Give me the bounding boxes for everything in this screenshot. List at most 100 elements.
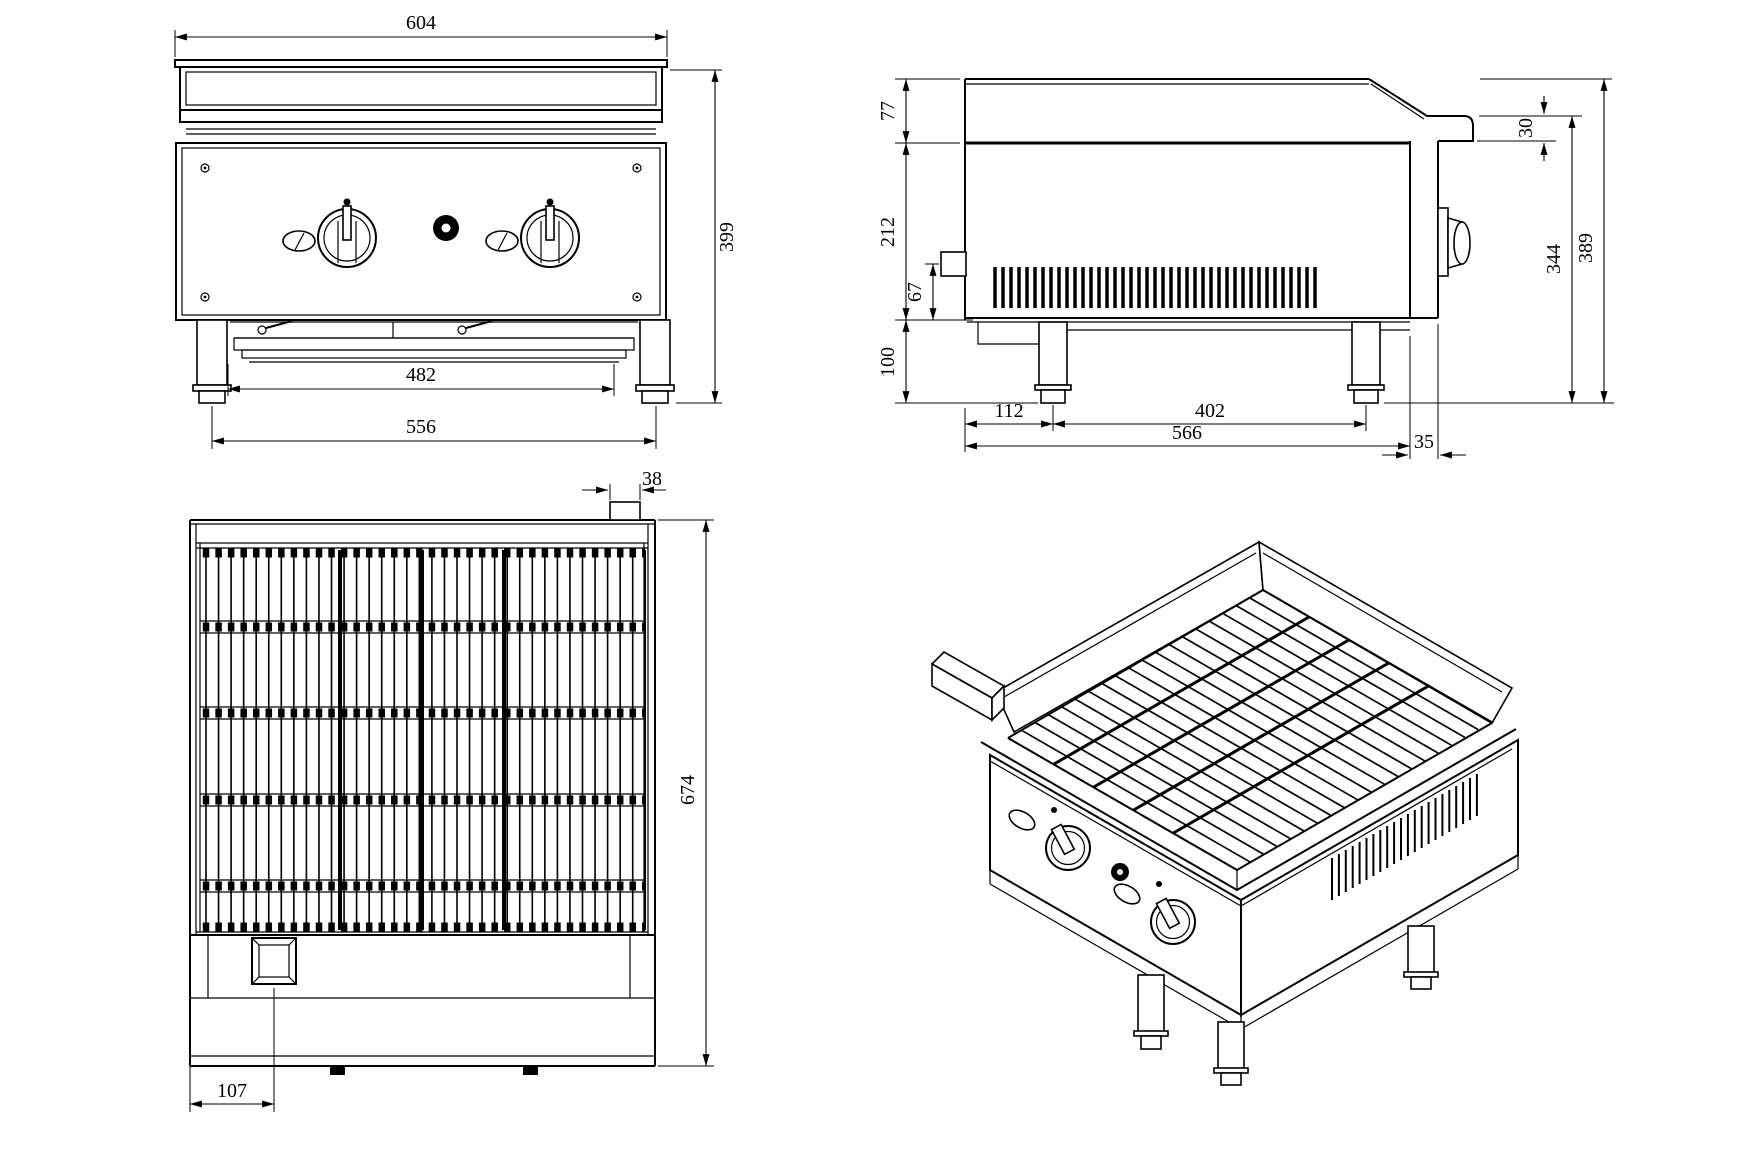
grate-bar xyxy=(1208,620,1439,754)
dim-side-bottom-chain: 112 402 566 35 xyxy=(964,324,1466,459)
foot-mark xyxy=(330,1066,345,1075)
valve-button xyxy=(282,230,316,252)
dim-label: 566 xyxy=(1172,422,1202,444)
dim-label: 556 xyxy=(406,416,436,438)
dim-label: 604 xyxy=(406,12,436,34)
grease-tray xyxy=(233,337,635,351)
grate-bar xyxy=(1114,674,1345,809)
under-step xyxy=(967,321,1039,345)
dim-top-overall-depth: 674 xyxy=(658,519,714,1067)
splash-end-block xyxy=(930,651,1006,722)
side-view xyxy=(940,78,1474,404)
front-slope-lip xyxy=(1368,78,1474,142)
grate-bar xyxy=(1141,659,1372,793)
grate-bar xyxy=(1061,706,1292,840)
foot xyxy=(641,390,669,404)
dim-label: 77 xyxy=(877,101,899,121)
grate-bar xyxy=(1221,612,1452,746)
top-view xyxy=(189,501,656,1075)
iso-burner-knob-left-icon xyxy=(1008,807,1091,871)
top-cap xyxy=(174,59,668,68)
dim-front-overall-width: 604 xyxy=(174,12,668,57)
grate-bar xyxy=(1262,589,1493,723)
splash-left xyxy=(994,540,1264,734)
under-band xyxy=(230,320,638,363)
dim-label: 212 xyxy=(877,217,899,247)
gas-inlet xyxy=(940,251,967,277)
dim-label: 344 xyxy=(1543,244,1565,274)
front-legs xyxy=(192,319,675,404)
foot xyxy=(1220,1072,1242,1086)
grate-bar xyxy=(1074,698,1305,832)
grate-tie-rows xyxy=(200,548,646,932)
front-view xyxy=(174,59,675,404)
grate-bar xyxy=(1020,729,1251,863)
latch-icon xyxy=(457,325,467,335)
side-vents xyxy=(993,267,1317,308)
iso-grate-bars xyxy=(1007,589,1493,871)
foot xyxy=(1140,1035,1162,1050)
grate-bar xyxy=(1235,604,1466,739)
dim-label: 30 xyxy=(1515,118,1537,138)
dim-front-chamber-width: 482 xyxy=(227,364,615,396)
grate-bar xyxy=(1195,628,1426,762)
igniter-icon xyxy=(433,215,459,241)
grate-bar xyxy=(1128,667,1359,801)
grate-rail xyxy=(1172,684,1430,835)
dim-label: 674 xyxy=(677,775,699,805)
dim-front-overall-height: 399 xyxy=(670,69,738,404)
control-panel xyxy=(175,142,667,321)
iso-igniter-icon xyxy=(1111,863,1129,881)
gas-connector xyxy=(609,501,641,521)
dim-label: 38 xyxy=(642,468,662,490)
dim-label: 100 xyxy=(877,347,899,377)
grate-rail xyxy=(1053,615,1310,766)
top-band-inner xyxy=(185,71,657,106)
grate-bar xyxy=(1087,690,1318,824)
grate-bar xyxy=(1047,713,1278,848)
grate-bar xyxy=(1168,643,1399,778)
grate-bar xyxy=(1154,651,1385,785)
latch-icon xyxy=(257,325,267,335)
grate-bars-heavy xyxy=(338,550,506,930)
grate-bar xyxy=(1007,737,1238,871)
lower-band xyxy=(179,109,663,123)
grate-bar xyxy=(1181,635,1412,770)
grate-bars xyxy=(205,550,647,930)
foot xyxy=(1353,389,1379,404)
grate-rail xyxy=(1093,638,1350,789)
dim-top-drawer-offset: 107 xyxy=(189,988,275,1112)
dim-label: 402 xyxy=(1195,400,1225,422)
top-band-outer xyxy=(179,66,663,111)
dim-label: 482 xyxy=(406,364,436,386)
side-legs xyxy=(1034,321,1385,404)
grate-rail xyxy=(1132,661,1390,812)
splash-right xyxy=(1258,540,1514,725)
dim-side-left-chain: 77 212 67 100 xyxy=(877,78,1038,404)
foot xyxy=(198,390,226,404)
foot xyxy=(1040,389,1066,404)
pilot-dot xyxy=(343,198,351,206)
grate-bar xyxy=(1248,596,1479,731)
panel-screw-icon xyxy=(200,163,642,302)
dim-label: 389 xyxy=(1575,233,1597,263)
dim-side-right-chain: 30 344 389 xyxy=(1384,78,1614,404)
foot xyxy=(1410,976,1432,990)
dim-label: 35 xyxy=(1414,431,1434,453)
knob-profile-icon xyxy=(1437,207,1471,277)
grate-bar xyxy=(1101,682,1332,817)
iso-legs xyxy=(1133,925,1439,1086)
foot-mark xyxy=(523,1066,538,1075)
dim-label: 399 xyxy=(716,222,738,252)
burner-knob-left-icon xyxy=(282,198,377,268)
grate-bar xyxy=(1034,721,1265,856)
iso-grate-rails xyxy=(1053,615,1430,835)
drawer-handle xyxy=(251,937,297,985)
isometric-view xyxy=(930,540,1519,1086)
dim-top-connector: 38 xyxy=(582,468,666,500)
iso-control-panel xyxy=(989,753,1242,1017)
dim-label: 107 xyxy=(217,1080,247,1102)
valve-button xyxy=(485,230,519,252)
